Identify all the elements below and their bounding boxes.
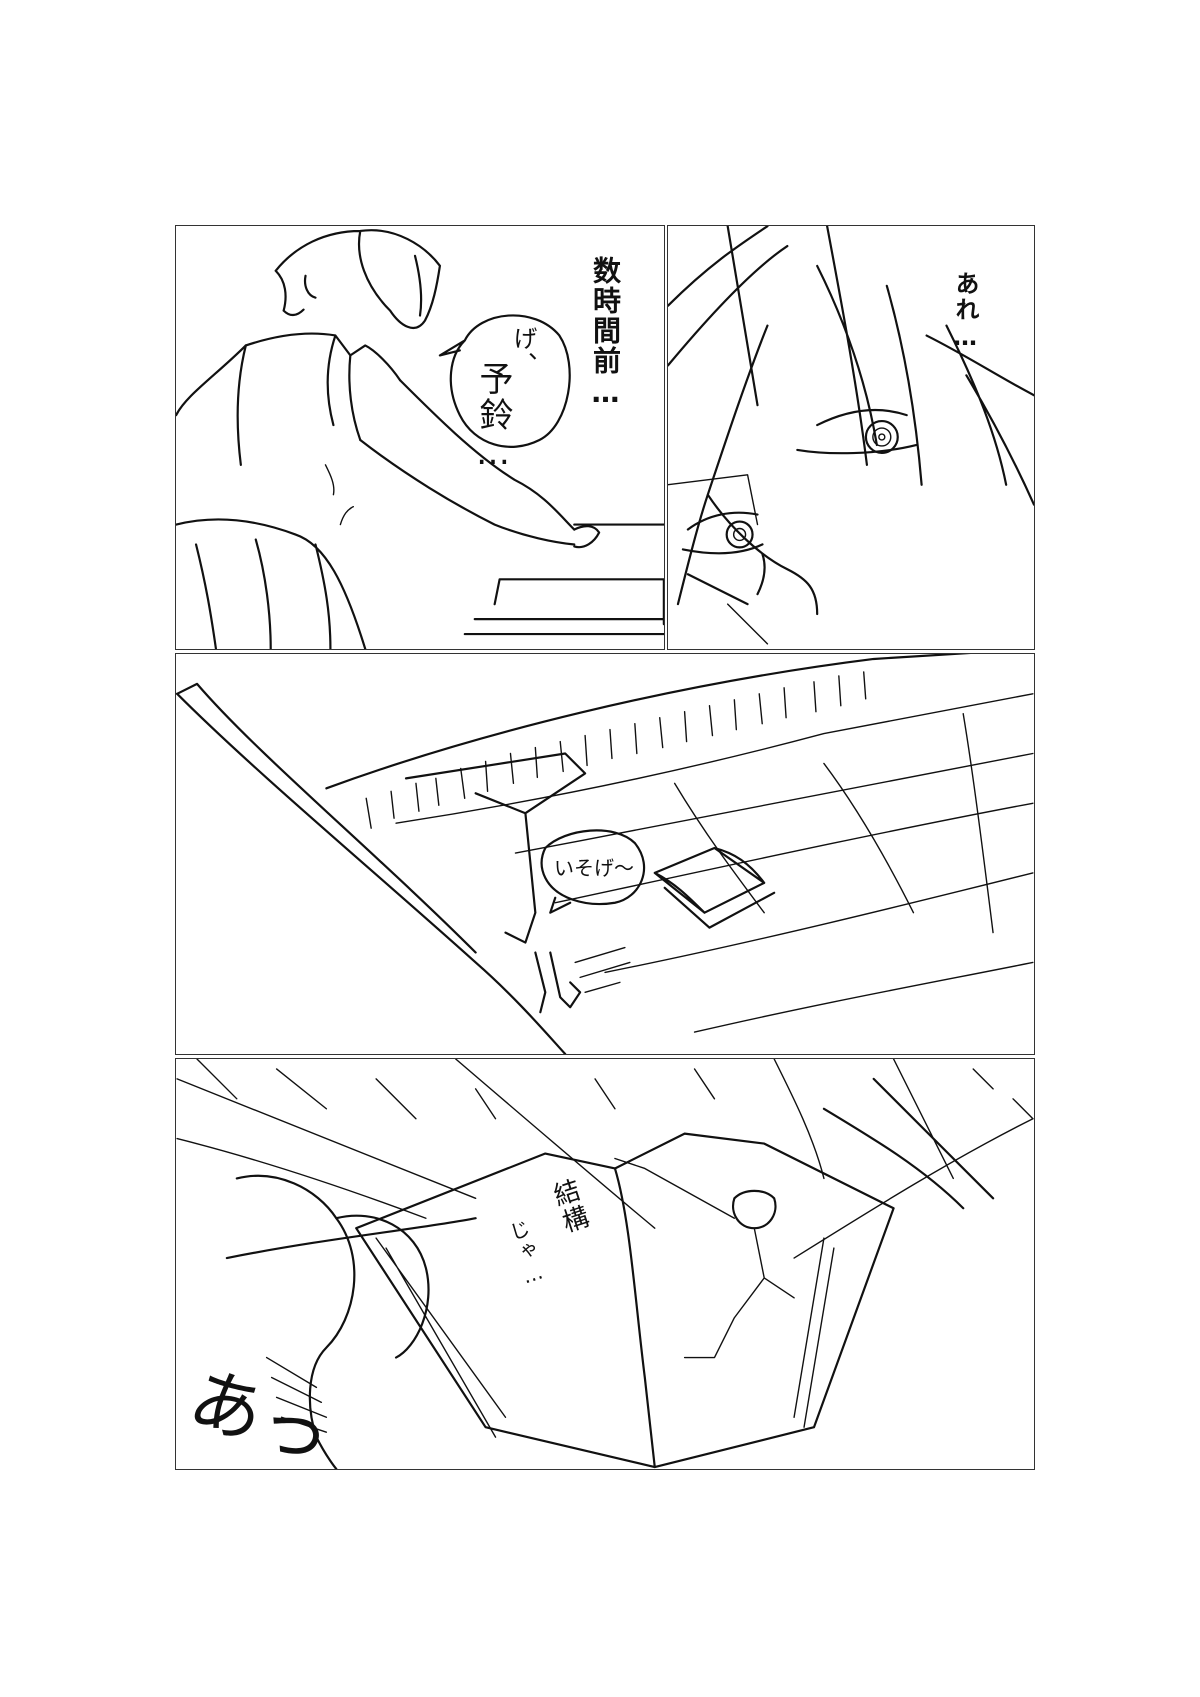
- panel-3: いそげ〜: [175, 653, 1035, 1055]
- panel-1-drawing: [176, 229, 664, 649]
- panel-3-drawing: [176, 654, 1034, 1054]
- narration-text: 数時間前…: [589, 256, 622, 411]
- panel-2-drawing: [668, 226, 1034, 645]
- speech-text: いそげ〜: [554, 856, 634, 880]
- speech-line-1: げ、: [509, 326, 537, 378]
- speech-text: あれ…: [951, 271, 979, 353]
- speech-line-2: 予鈴…: [473, 361, 513, 475]
- panel-4: あっ 結構 じゃ…: [175, 1058, 1035, 1470]
- panel-1: 数時間前… げ、 予鈴…: [175, 225, 665, 650]
- panel-2: あれ…: [667, 225, 1035, 650]
- panel-4-drawing: [176, 1059, 1034, 1469]
